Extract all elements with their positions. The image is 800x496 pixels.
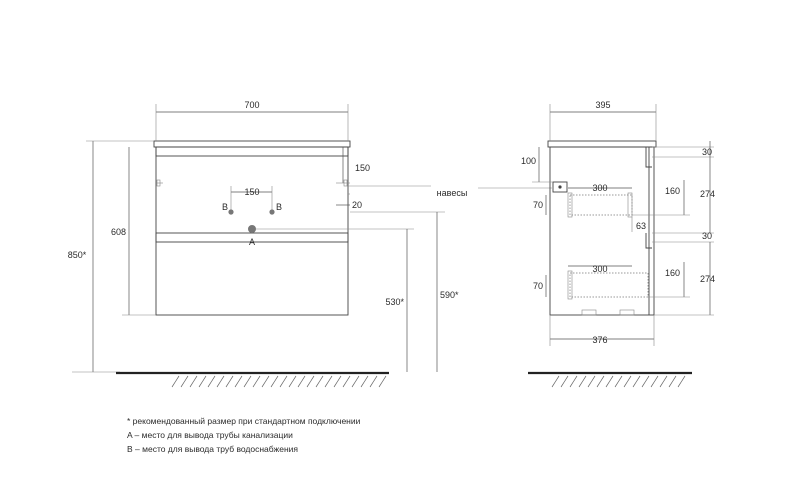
side-lower-drawer-back xyxy=(567,270,573,300)
hatch-stroke xyxy=(216,375,225,388)
dim-100: 100 xyxy=(521,156,536,166)
hatch-stroke xyxy=(315,375,324,388)
label-a: A xyxy=(249,237,255,247)
hatch-stroke xyxy=(279,375,288,388)
side-floor-hatch xyxy=(551,375,686,388)
hatch-stroke xyxy=(306,375,315,388)
hatch-stroke xyxy=(171,375,180,388)
dim-376: 376 xyxy=(592,335,607,345)
note-recommended: * рекомендованный размер при стандартном… xyxy=(127,416,361,426)
hatch-stroke xyxy=(324,375,333,388)
water-pipe-left-marker xyxy=(228,209,234,215)
dim-608: 608 xyxy=(111,227,126,237)
hatch-stroke xyxy=(261,375,270,388)
dim-300-upper: 300 xyxy=(592,183,607,193)
notes: * рекомендованный размер при стандартном… xyxy=(127,416,361,454)
hatch-stroke xyxy=(605,375,614,388)
water-pipe-right-marker xyxy=(269,209,275,215)
label-b-left: B xyxy=(222,202,228,212)
side-lower-handle xyxy=(645,233,652,249)
hatch-stroke xyxy=(668,375,677,388)
front-view: 700 850* 608 150 20 150 B B A навесы xyxy=(68,100,552,388)
dim-160-lower: 160 xyxy=(665,268,680,278)
hatch-stroke xyxy=(288,375,297,388)
side-upper-drawer-box xyxy=(569,194,633,216)
note-drain: A – место для вывода трубы канализации xyxy=(127,430,293,440)
hatch-stroke xyxy=(333,375,342,388)
dim-70-upper: 70 xyxy=(533,200,543,210)
dim-63: 63 xyxy=(636,221,646,231)
hatch-stroke xyxy=(270,375,279,388)
dim-590: 590* xyxy=(440,290,459,300)
side-hinge-dot xyxy=(558,185,562,189)
side-foot-rear xyxy=(581,309,597,316)
hatch-stroke xyxy=(342,375,351,388)
dim-20: 20 xyxy=(352,200,362,210)
hatch-stroke xyxy=(297,375,306,388)
hatch-stroke xyxy=(551,375,560,388)
hatch-stroke xyxy=(650,375,659,388)
dim-160-upper: 160 xyxy=(665,186,680,196)
hatch-stroke xyxy=(378,375,387,388)
hatch-stroke xyxy=(252,375,261,388)
dim-530: 530* xyxy=(385,297,404,307)
side-lower-drawer-box xyxy=(569,272,649,298)
hatch-stroke xyxy=(207,375,216,388)
drain-pipe-marker xyxy=(248,225,256,233)
front-drawer-band-upper xyxy=(155,146,349,157)
front-hinge-left-mark xyxy=(156,179,161,187)
hatch-stroke xyxy=(614,375,623,388)
hatch-stroke xyxy=(189,375,198,388)
hatch-stroke xyxy=(587,375,596,388)
hatch-stroke xyxy=(641,375,650,388)
hatch-stroke xyxy=(596,375,605,388)
dim-850: 850* xyxy=(68,250,87,260)
side-hinge-box xyxy=(552,181,568,193)
hatch-stroke xyxy=(360,375,369,388)
hatch-stroke xyxy=(180,375,189,388)
note-water: B – место для вывода труб водоснабжения xyxy=(127,444,298,454)
side-countertop xyxy=(547,140,657,148)
hatch-stroke xyxy=(578,375,587,388)
side-foot-front xyxy=(619,309,635,316)
hatch-stroke xyxy=(225,375,234,388)
side-upper-handle xyxy=(645,147,652,168)
hatch-stroke xyxy=(659,375,668,388)
hatch-stroke xyxy=(677,375,686,388)
hatch-stroke xyxy=(569,375,578,388)
dim-150-vertical: 150 xyxy=(355,163,370,173)
dim-274-lower: 274 xyxy=(700,274,715,284)
dim-70-lower: 70 xyxy=(533,281,543,291)
dim-274-upper: 274 xyxy=(700,189,715,199)
dim-30-upper: 30 xyxy=(702,147,712,157)
hatch-stroke xyxy=(351,375,360,388)
hatch-stroke xyxy=(198,375,207,388)
hatch-stroke xyxy=(369,375,378,388)
hatch-stroke xyxy=(243,375,252,388)
hinge-label: навесы xyxy=(437,188,468,198)
front-countertop xyxy=(153,140,351,148)
dim-395: 395 xyxy=(595,100,610,110)
hatch-stroke xyxy=(560,375,569,388)
side-upper-drawer-back xyxy=(567,192,573,218)
side-view: 395 376 100 300 160 70 63 30 274 xyxy=(521,100,715,388)
hatch-stroke xyxy=(623,375,632,388)
hatch-stroke xyxy=(632,375,641,388)
label-b-right: B xyxy=(276,202,282,212)
dim-300-lower: 300 xyxy=(592,264,607,274)
front-floor-hatch xyxy=(171,375,387,388)
dim-150-horizontal: 150 xyxy=(244,187,259,197)
side-cabinet-body xyxy=(549,146,655,316)
dim-30-lower: 30 xyxy=(702,231,712,241)
side-upper-drawer-front xyxy=(627,192,633,218)
dim-700: 700 xyxy=(244,100,259,110)
hatch-stroke xyxy=(234,375,243,388)
